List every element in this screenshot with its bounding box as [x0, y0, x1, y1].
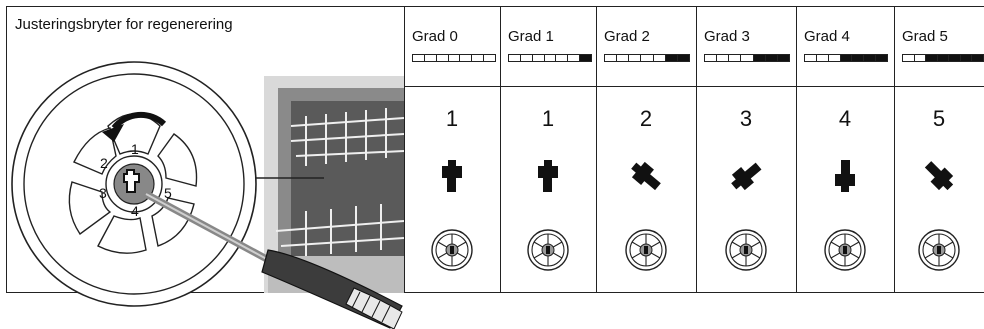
hardness-segment	[545, 55, 557, 61]
grade-column-3: Grad 3 3	[696, 6, 796, 293]
dishwasher-image	[264, 76, 405, 293]
hardness-segment	[972, 55, 984, 61]
hardness-bar	[412, 54, 496, 62]
hardness-segment	[852, 55, 865, 61]
hardness-segment	[413, 55, 425, 61]
divider	[404, 6, 405, 293]
hardness-segment	[829, 55, 841, 61]
hardness-segment	[654, 55, 666, 61]
grade-label: Grad 2	[604, 28, 650, 45]
grade-column-5: Grad 5 5	[894, 6, 984, 293]
dial-wheel-icon	[430, 228, 474, 277]
divider	[596, 6, 597, 293]
rotate-arrow-icon	[111, 111, 167, 130]
hardness-bar	[604, 54, 690, 62]
dial-wheel-icon	[624, 228, 668, 277]
knob-orientation-icon	[532, 156, 564, 201]
grade-label: Grad 0	[412, 28, 458, 45]
hardness-segment	[437, 55, 449, 61]
hardness-segment	[903, 55, 915, 61]
hardness-segment	[556, 55, 569, 61]
hardness-segment	[741, 55, 754, 61]
grade-column-2: Grad 2 2	[596, 6, 696, 293]
dial-wheel-icon	[823, 228, 867, 277]
knob-orientation-icon	[436, 156, 468, 201]
hardness-segment	[665, 55, 678, 61]
grade-label: Grad 5	[902, 28, 948, 45]
hardness-segment	[705, 55, 718, 61]
figure-frame	[6, 6, 984, 293]
hardness-segment	[960, 55, 973, 61]
hardness-segment	[449, 55, 461, 61]
switch-position: 2	[639, 106, 653, 131]
hardness-segment	[729, 55, 742, 61]
hardness-segment	[937, 55, 950, 61]
header-divider	[404, 86, 984, 87]
knob-orientation-icon	[919, 156, 959, 201]
hardness-segment	[753, 55, 766, 61]
hardness-segment	[864, 55, 877, 61]
switch-position: 1	[445, 106, 459, 131]
hardness-segment	[580, 55, 592, 61]
knob-orientation-icon	[726, 156, 766, 201]
divider	[500, 6, 501, 293]
dial-pos-5: 5	[164, 185, 172, 201]
hardness-segment	[509, 55, 521, 61]
panel-title: Justeringsbryter for regenerering	[15, 16, 233, 33]
dial-wheel-icon	[917, 228, 961, 277]
hardness-segment	[840, 55, 853, 61]
grade-column-0: Grad 0 1	[404, 6, 500, 293]
switch-position: 4	[838, 106, 852, 131]
regeneration-switch-panel: Justeringsbryter for regenerering	[6, 6, 405, 329]
hardness-segment	[533, 55, 545, 61]
dial-pos-2: 2	[100, 155, 108, 171]
hardness-segment	[817, 55, 829, 61]
hardness-segment	[717, 55, 730, 61]
knob-orientation-icon	[626, 156, 666, 201]
hardness-segment	[629, 55, 642, 61]
hardness-segment	[617, 55, 630, 61]
hardness-segment	[605, 55, 618, 61]
switch-position: 3	[739, 106, 753, 131]
hardness-segment	[805, 55, 817, 61]
grade-column-4: Grad 4 4	[796, 6, 894, 293]
divider	[696, 6, 697, 293]
switch-position: 5	[932, 106, 946, 131]
grade-column-1: Grad 1 1	[500, 6, 596, 293]
hardness-bar	[704, 54, 790, 62]
grade-label: Grad 3	[704, 28, 750, 45]
dial-pos-1: 1	[131, 141, 139, 157]
screwdriver-image	[144, 190, 403, 329]
divider	[796, 6, 797, 293]
hardness-segment	[425, 55, 437, 61]
knob-orientation-icon	[825, 156, 865, 201]
hardness-segment	[568, 55, 581, 61]
hardness-segment	[460, 55, 473, 61]
hardness-segment	[677, 55, 689, 61]
hardness-bar	[902, 54, 984, 62]
hardness-segment	[949, 55, 961, 61]
dial-wheel-icon	[526, 228, 570, 277]
hardness-segment	[876, 55, 888, 61]
dial-pos-4: 4	[131, 203, 139, 219]
dial-illustration: 1 2 3 4 5	[11, 61, 405, 329]
dial-pos-3: 3	[99, 185, 107, 201]
hardness-segment	[641, 55, 654, 61]
hardness-segment	[765, 55, 778, 61]
hardness-bar	[804, 54, 888, 62]
grade-label: Grad 4	[804, 28, 850, 45]
hardness-segment	[521, 55, 533, 61]
switch-position: 1	[541, 106, 555, 131]
hardness-segment	[484, 55, 495, 61]
divider	[894, 6, 895, 293]
hardness-segment	[926, 55, 938, 61]
hardness-segment	[915, 55, 927, 61]
hardness-segment	[777, 55, 789, 61]
hardness-bar	[508, 54, 592, 62]
grade-label: Grad 1	[508, 28, 554, 45]
hardness-segment	[472, 55, 485, 61]
dial-wheel-icon	[724, 228, 768, 277]
